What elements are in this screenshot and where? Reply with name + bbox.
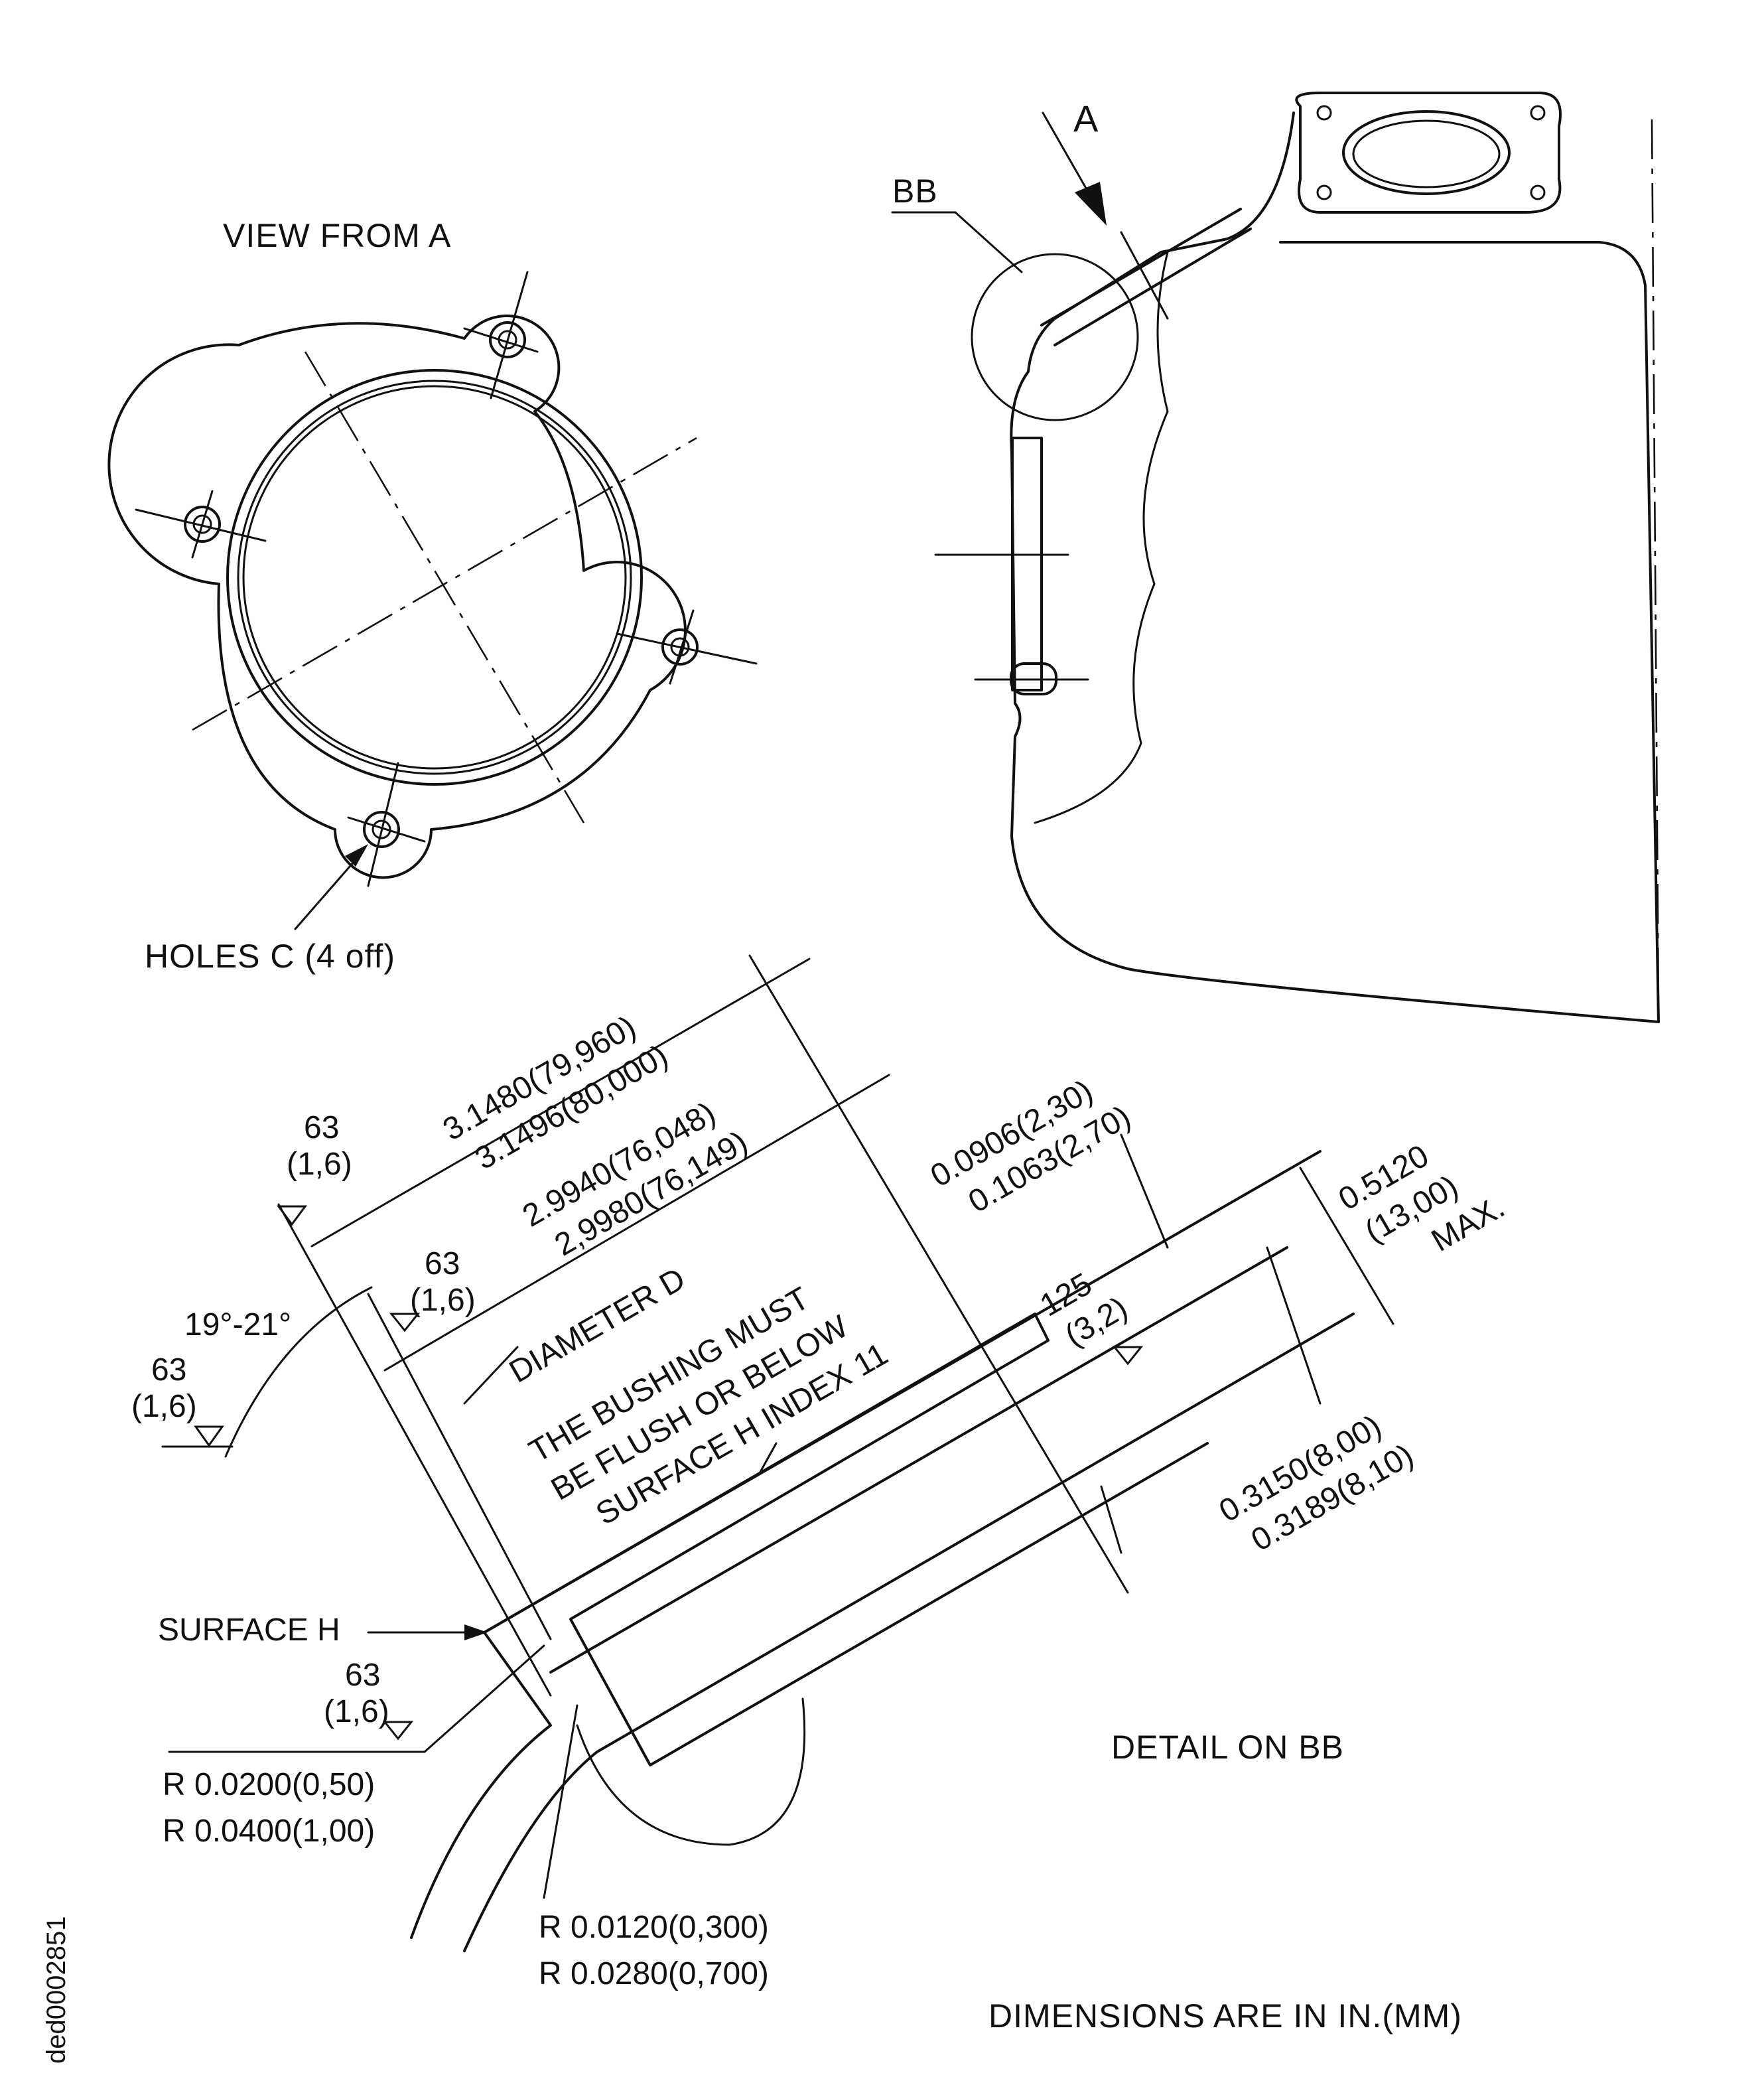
bushing-bore-upper — [1040, 208, 1242, 326]
dim-bore: 0.3150(8,00) 0.3189(8,10) — [1213, 1409, 1420, 1559]
port-boss — [1295, 92, 1562, 214]
finish-symbol-1 — [277, 1205, 307, 1226]
housing-centerline — [1651, 119, 1660, 1009]
housing-break-line — [1034, 251, 1169, 824]
svg-text:(1,6): (1,6) — [131, 1389, 197, 1424]
hole-c-top — [463, 271, 539, 399]
radius-b-leader — [543, 1704, 578, 1899]
dim-line-outer — [310, 958, 811, 1248]
hole-c-right — [616, 609, 758, 685]
detail-bb: 3.1480(79,960) 3.1496(80,000) 2.9940(76,… — [131, 954, 1511, 1991]
bore-chamfer-circle — [242, 385, 627, 770]
surface-h-arrowhead — [464, 1624, 488, 1640]
radius-a-1: R 0.0200(0,50) — [163, 1767, 375, 1802]
surface-h-line — [483, 1150, 1322, 1634]
port-hole-1 — [1316, 105, 1332, 121]
surface-h-label: SURFACE H — [158, 1612, 340, 1648]
finish-symbol-3 — [194, 1425, 224, 1447]
svg-text:(1,6): (1,6) — [410, 1283, 476, 1318]
detail-on-bb-label: DETAIL ON BB — [1111, 1729, 1344, 1766]
radius-b-2: R 0.0280(0,700) — [539, 1956, 769, 1991]
bushing-axis-line — [1120, 231, 1169, 320]
bushing-bore-lower — [1053, 228, 1252, 346]
radius-b-1: R 0.0120(0,300) — [539, 1910, 769, 1945]
finish-63-top: 63 (1,6) — [287, 1110, 352, 1182]
ext-line-1 — [277, 1203, 552, 1697]
bore-outer-circle — [226, 369, 643, 786]
arrow-a-label: A — [1073, 98, 1099, 139]
vertical-rod — [1011, 437, 1043, 691]
housing-inner-edge — [1279, 241, 1660, 1023]
radius-a-2: R 0.0400(1,00) — [163, 1814, 375, 1849]
bore-wall-upper — [549, 1246, 1288, 1674]
svg-text:63: 63 — [425, 1246, 460, 1281]
view-from-a-label: VIEW FROM A — [223, 217, 451, 254]
port-hole-3 — [1316, 184, 1332, 200]
finish-symbol-2 — [389, 1313, 421, 1332]
port-hole-4 — [1530, 184, 1546, 200]
flange-centerline-2 — [192, 437, 697, 731]
svg-text:(1,6): (1,6) — [287, 1147, 352, 1182]
detail-bb-circle — [971, 253, 1139, 421]
radius-a-leader — [423, 1644, 545, 1753]
port-hole-2 — [1530, 105, 1546, 121]
angle-arc — [224, 1286, 373, 1458]
drawing-id: ded0002851 — [42, 1916, 71, 2064]
svg-text:63: 63 — [151, 1352, 186, 1388]
finish-symbol-4 — [382, 1721, 414, 1741]
bb-label: BB — [892, 173, 938, 210]
bb-leader — [954, 211, 1023, 273]
ext-line-4 — [1100, 1485, 1122, 1554]
flange-centerline-1 — [304, 351, 585, 824]
finish-125: 125 (3,2) — [1034, 1267, 1134, 1354]
holes-c-label: HOLES C (4 off) — [145, 938, 395, 975]
diameter-d-leader — [463, 1346, 519, 1405]
dim-depth: 0.5120 (13,00) MAX. — [1333, 1138, 1511, 1259]
finish-symbol-5 — [1112, 1346, 1144, 1366]
housing-outline — [1010, 111, 1660, 1023]
ext-line-3 — [748, 954, 1129, 1594]
svg-text:63: 63 — [304, 1110, 339, 1145]
bore-inner-circle — [237, 380, 632, 775]
hole-c-left — [135, 490, 267, 559]
holes-c-leader — [294, 849, 365, 930]
dim-step: 0.0906(2,30) 0.1063(2,70) — [925, 1074, 1136, 1220]
dim-line-bore — [1266, 1246, 1322, 1405]
housing-section-outline — [410, 1313, 1355, 1952]
port-bore-inner — [1352, 119, 1501, 188]
dim-line-depth — [1299, 1167, 1394, 1325]
detail-circle-arc — [576, 1697, 806, 1846]
finish-63-bottom: 63 (1,6) — [324, 1658, 389, 1729]
view-a-arrowhead — [1075, 182, 1107, 226]
finish-63-inner: 63 (1,6) — [410, 1246, 476, 1318]
svg-text:63: 63 — [345, 1658, 380, 1693]
svg-text:(1,6): (1,6) — [324, 1694, 389, 1729]
surface-h-index-leader — [758, 1442, 778, 1474]
holes-c-arrowhead — [345, 844, 368, 867]
hole-c-bottom — [347, 762, 426, 887]
dimensions-note: DIMENSIONS ARE IN IN.(MM) — [988, 1997, 1462, 2035]
dim-line-inner — [383, 1074, 890, 1372]
housing-view: A BB — [891, 92, 1660, 1023]
port-bore-outer — [1342, 110, 1511, 195]
finish-63-left: 63 (1,6) — [131, 1352, 197, 1424]
view-from-a-flange: VIEW FROM A HOLES C (4 off) — [107, 217, 758, 975]
angle-label: 19°-21° — [184, 1307, 291, 1342]
dim-line-step — [1120, 1133, 1169, 1249]
ext-line-2 — [367, 1293, 552, 1640]
flange-outline — [107, 315, 687, 879]
